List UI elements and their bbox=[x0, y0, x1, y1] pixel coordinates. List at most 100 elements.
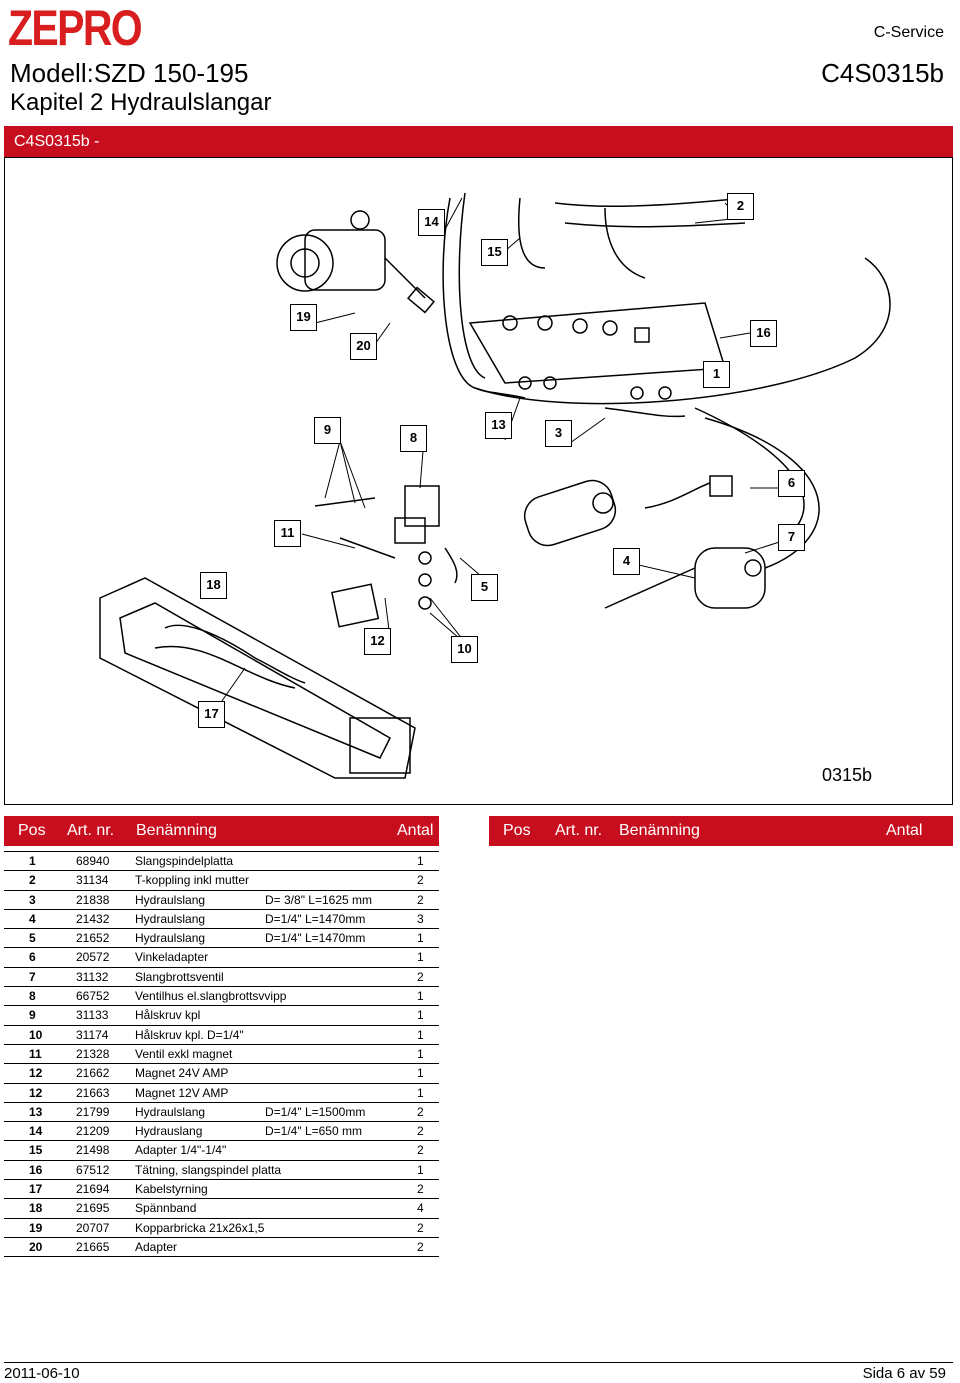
part-qty: 1 bbox=[417, 1085, 424, 1100]
part-qty: 1 bbox=[417, 854, 424, 868]
footer-page-number: Sida 6 av 59 bbox=[862, 1365, 946, 1382]
chapter-title: Kapitel 2 Hydraulslangar bbox=[10, 89, 272, 116]
part-pos: 20 bbox=[29, 1239, 43, 1254]
col-qty-header: Antal bbox=[397, 822, 434, 839]
part-art-nr: 66752 bbox=[76, 989, 110, 1004]
part-name: Hålskruv kpl. D=1/4" bbox=[135, 1027, 244, 1042]
part-pos: 17 bbox=[29, 1182, 43, 1197]
part-qty: 2 bbox=[417, 1182, 424, 1197]
part-art-nr: 21498 bbox=[76, 1143, 110, 1158]
part-art-nr: 21652 bbox=[76, 931, 110, 946]
col-name-header: Benämning bbox=[136, 822, 217, 839]
part-qty: 2 bbox=[417, 1104, 424, 1119]
col-art-header: Art. nr. bbox=[67, 822, 115, 839]
part-spec: D=1/4" L=1500mm bbox=[265, 1104, 366, 1119]
part-art-nr: 21328 bbox=[76, 1046, 110, 1061]
part-art-nr: 21663 bbox=[76, 1085, 110, 1100]
part-spec: D=1/4" L=650 mm bbox=[265, 1124, 362, 1139]
zepro-logo: ZEPRO bbox=[8, 0, 143, 56]
diagram-drawing bbox=[99, 192, 891, 779]
part-art-nr: 21665 bbox=[76, 1239, 110, 1254]
callout-1: 1 bbox=[703, 361, 730, 388]
part-name: Adapter 1/4"-1/4" bbox=[135, 1143, 227, 1158]
callout-18: 18 bbox=[200, 572, 227, 599]
part-pos: 2 bbox=[29, 873, 36, 888]
part-qty: 1 bbox=[417, 1066, 424, 1081]
part-pos: 15 bbox=[29, 1143, 43, 1158]
callout-11: 11 bbox=[274, 520, 301, 547]
part-art-nr: 20572 bbox=[76, 950, 110, 965]
part-qty: 2 bbox=[417, 1239, 424, 1254]
parts-table-header-left: Pos Art. nr. Benämning Antal bbox=[4, 816, 439, 846]
callout-15: 15 bbox=[481, 239, 508, 266]
part-pos: 14 bbox=[29, 1124, 43, 1139]
part-pos: 8 bbox=[29, 989, 36, 1004]
table-row: 12 21662 Magnet 24V AMP 1 bbox=[4, 1064, 439, 1084]
callout-4: 4 bbox=[613, 548, 640, 575]
part-pos: 10 bbox=[29, 1027, 43, 1042]
part-art-nr: 67512 bbox=[76, 1162, 110, 1177]
callout-8: 8 bbox=[400, 425, 427, 452]
part-pos: 6 bbox=[29, 950, 36, 965]
table-row: 20 21665 Adapter 2 bbox=[4, 1238, 439, 1258]
part-art-nr: 31132 bbox=[76, 969, 109, 984]
part-art-nr: 31133 bbox=[76, 1008, 109, 1023]
model-title: Modell:SZD 150-195 bbox=[10, 58, 249, 88]
part-name: Magnet 24V AMP bbox=[135, 1066, 229, 1081]
part-qty: 1 bbox=[417, 1162, 424, 1177]
part-pos: 12 bbox=[29, 1085, 43, 1100]
part-name: Hydraulslang bbox=[135, 892, 206, 907]
part-art-nr: 21799 bbox=[76, 1104, 110, 1119]
part-name: Hydraulslang bbox=[135, 931, 206, 946]
part-art-nr: 21662 bbox=[76, 1066, 110, 1081]
callout-13: 13 bbox=[485, 412, 512, 439]
col-name-header-right: Benämning bbox=[619, 822, 700, 839]
callout-2: 2 bbox=[727, 193, 754, 220]
part-art-nr: 21694 bbox=[76, 1182, 110, 1197]
part-qty: 2 bbox=[417, 1220, 424, 1235]
col-pos-header: Pos bbox=[18, 822, 46, 839]
callout-19: 19 bbox=[290, 304, 317, 331]
callout-3: 3 bbox=[545, 420, 572, 447]
part-pos: 11 bbox=[29, 1046, 42, 1061]
service-label: C-Service bbox=[873, 24, 944, 41]
part-name: Adapter bbox=[135, 1239, 178, 1254]
section-bar: C4S0315b - bbox=[4, 126, 953, 157]
part-qty: 1 bbox=[417, 950, 424, 965]
part-name: Kopparbricka 21x26x1,5 bbox=[135, 1220, 265, 1235]
callout-7: 7 bbox=[778, 524, 805, 551]
part-name: Hydraulslang bbox=[135, 911, 206, 926]
part-pos: 19 bbox=[29, 1220, 43, 1235]
callout-14: 14 bbox=[418, 209, 445, 236]
part-pos: 3 bbox=[29, 892, 36, 907]
part-qty: 3 bbox=[417, 911, 424, 926]
part-name: Hydraulslang bbox=[135, 1104, 206, 1119]
part-qty: 1 bbox=[417, 931, 424, 946]
callout-6: 6 bbox=[778, 470, 805, 497]
document-code: C4S0315b bbox=[821, 58, 944, 88]
part-qty: 1 bbox=[417, 1046, 424, 1061]
part-art-nr: 21838 bbox=[76, 892, 110, 907]
part-spec: D=1/4" L=1470mm bbox=[265, 911, 366, 926]
col-qty-header-right: Antal bbox=[886, 822, 923, 839]
part-pos: 12 bbox=[29, 1066, 43, 1081]
part-qty: 4 bbox=[417, 1201, 424, 1216]
footer-date: 2011-06-10 bbox=[4, 1365, 80, 1382]
part-name: Slangbrottsventil bbox=[135, 969, 224, 984]
